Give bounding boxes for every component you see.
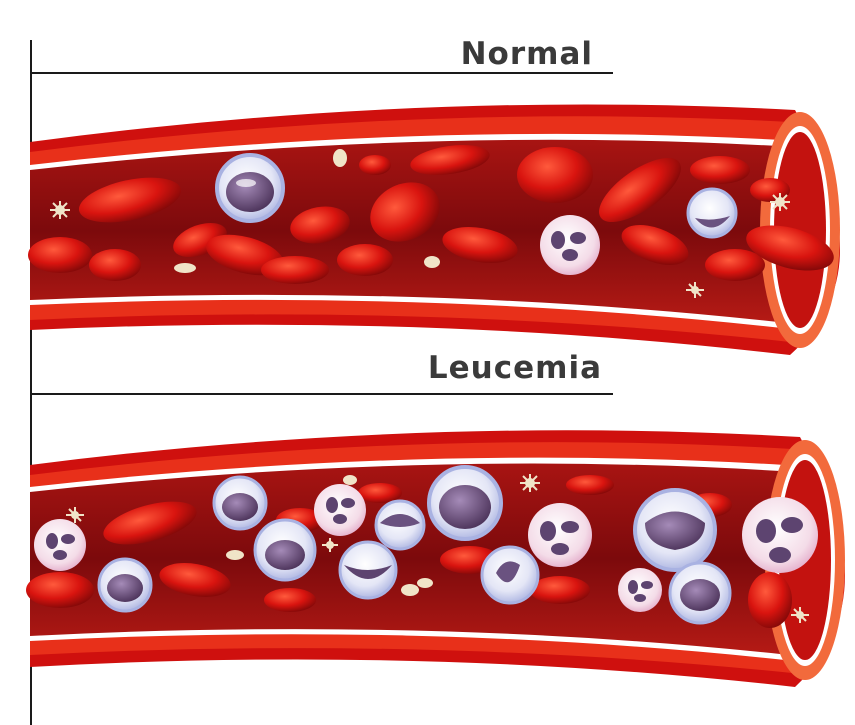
panel-label-normal: Normal [461, 36, 593, 72]
panel-label-leucemia: Leucemia [428, 350, 602, 386]
vessel-leucemia [0, 405, 855, 705]
vessel-normal [0, 80, 855, 370]
panel-rule-normal [30, 72, 613, 74]
panel-rule-leucemia [30, 393, 613, 395]
